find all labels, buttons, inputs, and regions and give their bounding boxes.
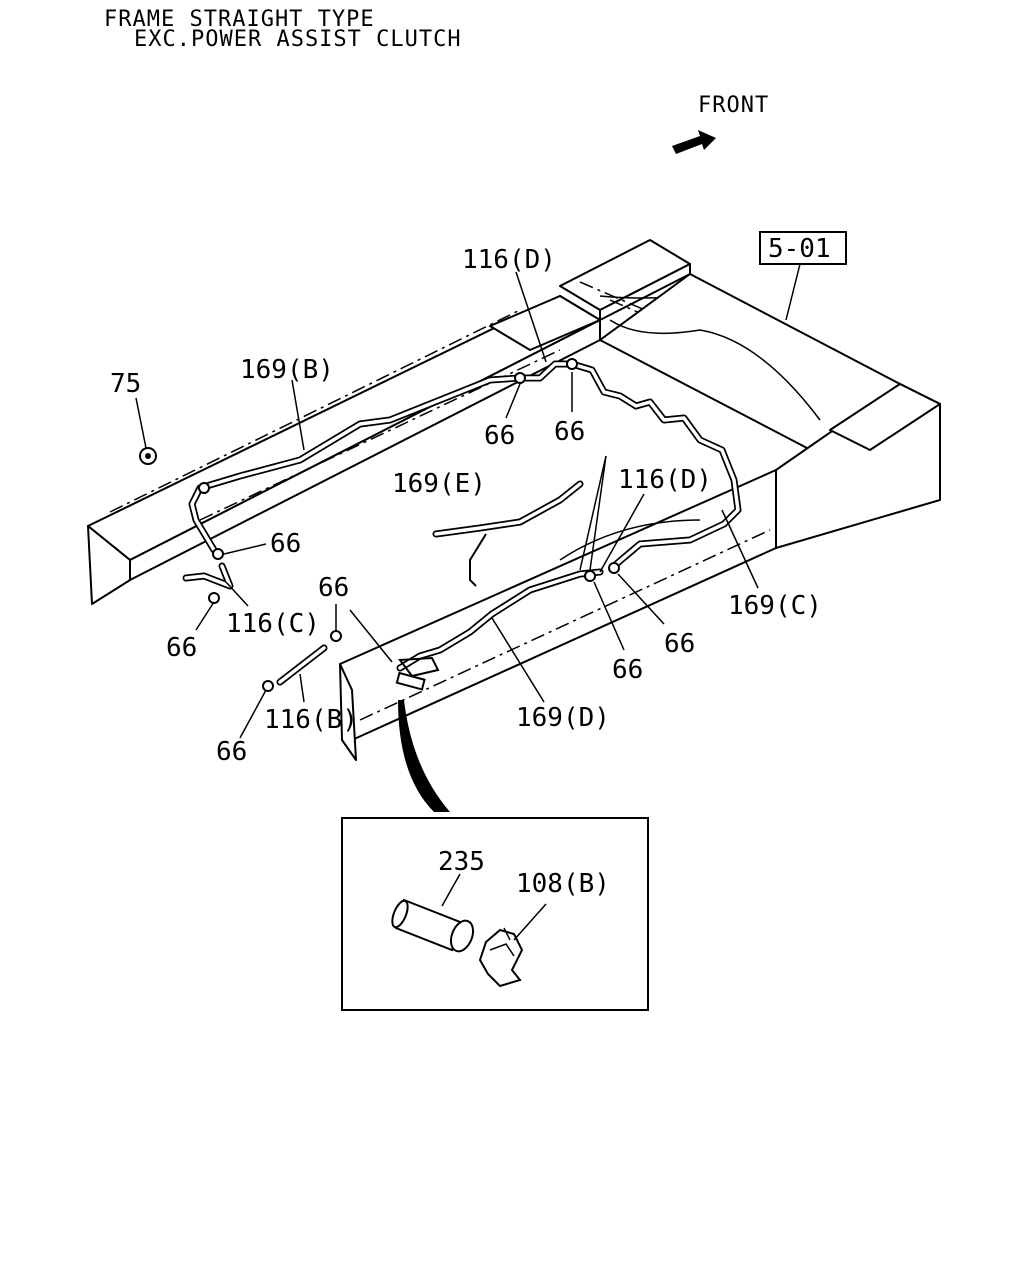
label-169E: 169(E)	[392, 469, 486, 499]
label-116C: 116(C)	[226, 609, 320, 639]
clamp-66[interactable]	[566, 358, 578, 370]
leader	[223, 543, 267, 555]
clamp-66[interactable]	[262, 680, 274, 692]
leader	[441, 873, 461, 907]
label-169D: 169(D)	[516, 703, 610, 733]
clamp-66[interactable]	[514, 372, 526, 384]
clamp-66[interactable]	[330, 630, 342, 642]
part-235-sleeve[interactable]	[389, 898, 477, 955]
lower-frame-rail	[339, 469, 777, 761]
label-108B: 108(B)	[516, 869, 610, 899]
label-66: 66	[318, 573, 349, 603]
pipe-116D-top[interactable]	[516, 360, 576, 382]
leader	[579, 455, 607, 571]
label-235: 235	[438, 847, 485, 877]
leader	[491, 617, 545, 703]
label-66: 66	[664, 629, 695, 659]
leader	[291, 379, 305, 451]
pipe-169C[interactable]	[568, 360, 742, 570]
leader	[515, 271, 547, 363]
label-116B: 116(B)	[264, 705, 358, 735]
header-line-2: EXC.POWER ASSIST CLUTCH	[134, 27, 462, 52]
clamp-left[interactable]	[198, 482, 210, 494]
pipe-169E[interactable]	[432, 480, 584, 587]
leader	[135, 397, 147, 449]
part-108B-clip[interactable]	[478, 927, 524, 988]
label-116D-top: 116(D)	[462, 245, 556, 275]
right-frame-rail	[599, 273, 941, 549]
hose-116C[interactable]	[182, 562, 234, 590]
leader	[195, 601, 215, 631]
label-66: 66	[554, 417, 585, 447]
leader	[299, 673, 305, 703]
leader	[505, 383, 521, 419]
label-66: 66	[216, 737, 247, 767]
leader	[599, 493, 645, 573]
leader	[593, 581, 625, 651]
left-frame-rail	[87, 295, 601, 605]
leader	[239, 689, 267, 739]
pipe-169D[interactable]	[396, 568, 604, 672]
pipe-left-end[interactable]	[188, 484, 218, 554]
label-169B: 169(B)	[240, 355, 334, 385]
clamp-66[interactable]	[208, 592, 220, 604]
reference-leader	[785, 263, 801, 321]
label-66: 66	[484, 421, 515, 451]
leader	[617, 573, 665, 625]
leader	[225, 581, 249, 607]
label-66: 66	[612, 655, 643, 685]
label-75: 75	[110, 369, 141, 399]
detail-box[interactable]	[341, 817, 649, 1011]
fitting-lower-left[interactable]	[395, 656, 440, 691]
pipe-169B[interactable]	[196, 374, 524, 492]
clamp-66[interactable]	[212, 548, 224, 560]
label-116D-mid: 116(D)	[618, 465, 712, 495]
clamp-66[interactable]	[608, 562, 620, 574]
label-66: 66	[166, 633, 197, 663]
header-line-1: FRAME STRAIGHT TYPE	[104, 7, 375, 32]
front-arrow-icon	[672, 130, 716, 154]
front-label: FRONT	[698, 93, 769, 118]
leader	[349, 609, 393, 663]
label-169C: 169(C)	[728, 591, 822, 621]
detail-pointer-icon	[398, 700, 450, 812]
reference-box[interactable]: 5-01	[759, 231, 847, 265]
hose-116B[interactable]	[276, 644, 328, 686]
reference-box-label: 5-01	[768, 234, 831, 264]
label-66: 66	[270, 529, 301, 559]
clamp-66[interactable]	[584, 570, 596, 582]
leader	[721, 509, 759, 589]
nut-75[interactable]	[139, 447, 157, 465]
leader	[589, 455, 607, 571]
leader	[513, 903, 547, 941]
